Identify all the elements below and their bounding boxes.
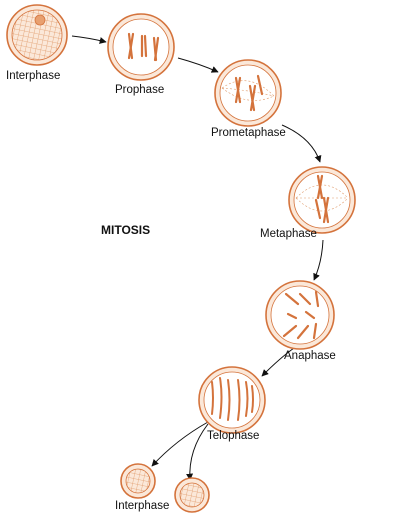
arrow-metaphase-to-anaphase bbox=[313, 239, 324, 281]
daughter-cell-left bbox=[120, 463, 156, 499]
label-telophase: Telophase bbox=[207, 430, 260, 442]
prophase-cell bbox=[107, 13, 175, 81]
arrow-anaphase-to-telophase bbox=[261, 347, 295, 377]
arrow-prophase-to-prometaphase bbox=[177, 57, 219, 73]
daughter-cell-right bbox=[174, 477, 210, 513]
telophase-cell bbox=[198, 366, 266, 434]
stage-arrows bbox=[71, 35, 324, 481]
arrow-interphase-to-prophase bbox=[71, 35, 107, 44]
diagram-title: MITOSIS bbox=[101, 223, 151, 237]
prometaphase-cell bbox=[214, 59, 282, 127]
label-anaphase: Anaphase bbox=[284, 350, 336, 362]
arrow-telophase-to-interphase-right bbox=[186, 423, 209, 481]
label-metaphase: Metaphase bbox=[260, 228, 317, 240]
arrow-telophase-to-interphase-left bbox=[151, 421, 209, 467]
label-interphase-start: Interphase bbox=[6, 70, 61, 82]
label-prophase: Prophase bbox=[115, 84, 165, 96]
arrow-prometaphase-to-metaphase bbox=[281, 124, 322, 163]
anaphase-cell bbox=[265, 280, 335, 350]
interphase-cell bbox=[6, 4, 68, 66]
label-prometaphase: Prometaphase bbox=[211, 127, 286, 139]
label-interphase-end: Interphase bbox=[115, 500, 170, 512]
metaphase-cell bbox=[288, 166, 356, 234]
